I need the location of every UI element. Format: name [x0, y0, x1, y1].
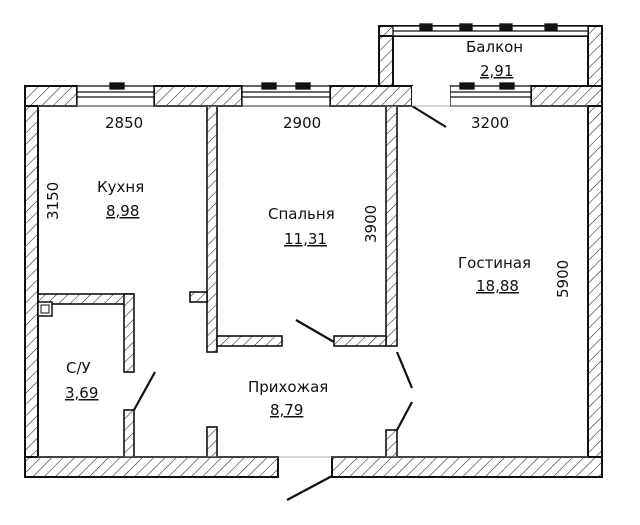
- partition-kitchen-stub: [189, 291, 208, 303]
- window-kitchen: [76, 82, 155, 107]
- balcony-area: 2,91: [480, 62, 513, 80]
- door-bathroom: [133, 371, 156, 411]
- bathroom-area: 3,69: [65, 384, 98, 402]
- interior-walls: [37, 105, 398, 458]
- doors: [133, 105, 447, 501]
- wall-bottom-right: [331, 456, 603, 478]
- wall-balcony-right: [587, 25, 603, 87]
- door-bedroom: [295, 319, 335, 343]
- door-living-lower: [396, 401, 413, 431]
- bathroom-label: С/У: [66, 359, 91, 377]
- window-living: [449, 82, 532, 107]
- partition-living-stub: [385, 429, 398, 458]
- kitchen-label: Кухня: [97, 178, 144, 196]
- dim-living-depth: 5900: [554, 260, 572, 298]
- partition-bathroom-right-lower: [123, 409, 135, 458]
- kitchen-area: 8,98: [106, 202, 139, 220]
- partition-bedroom-bottom-right: [333, 335, 387, 347]
- window-bedroom: [241, 82, 331, 107]
- wall-top-3: [329, 85, 413, 107]
- bedroom-area: 11,31: [284, 230, 327, 248]
- door-living-upper: [395, 351, 414, 389]
- balcony-door-opening: [412, 86, 450, 106]
- vent-shaft: [37, 301, 53, 317]
- window-balcony: [392, 23, 589, 37]
- wall-right: [587, 85, 603, 478]
- room-outlines: [38, 105, 588, 458]
- dim-kitchen-depth: 3150: [44, 182, 62, 220]
- living-label: Гостиная: [458, 254, 531, 272]
- dim-bedroom-depth: 3900: [362, 205, 380, 243]
- dim-bedroom-width: 2900: [283, 114, 321, 132]
- wall-bottom-left: [24, 456, 279, 478]
- partition-bedroom-living: [385, 105, 398, 347]
- dim-kitchen-width: 2850: [105, 114, 143, 132]
- living-area: 18,88: [476, 277, 519, 295]
- balcony-label: Балкон: [466, 38, 523, 56]
- bedroom-label: Спальня: [268, 205, 335, 223]
- partition-bedroom-bottom-left: [216, 335, 283, 347]
- partition-bathroom-right-upper: [123, 293, 135, 373]
- wall-top-1: [24, 85, 78, 107]
- partition-hall-stub: [206, 426, 218, 458]
- hallway-area: 8,79: [270, 401, 303, 419]
- door-entrance: [286, 475, 333, 501]
- door-balcony: [411, 105, 447, 128]
- wall-top-4: [530, 85, 603, 107]
- dim-living-width: 3200: [471, 114, 509, 132]
- partition-kitchen-bedroom: [206, 105, 218, 353]
- wall-left: [24, 85, 39, 478]
- windows: [76, 23, 589, 107]
- hallway-label: Прихожая: [248, 378, 328, 396]
- vent-shaft-inner: [40, 304, 50, 314]
- wall-top-2: [153, 85, 243, 107]
